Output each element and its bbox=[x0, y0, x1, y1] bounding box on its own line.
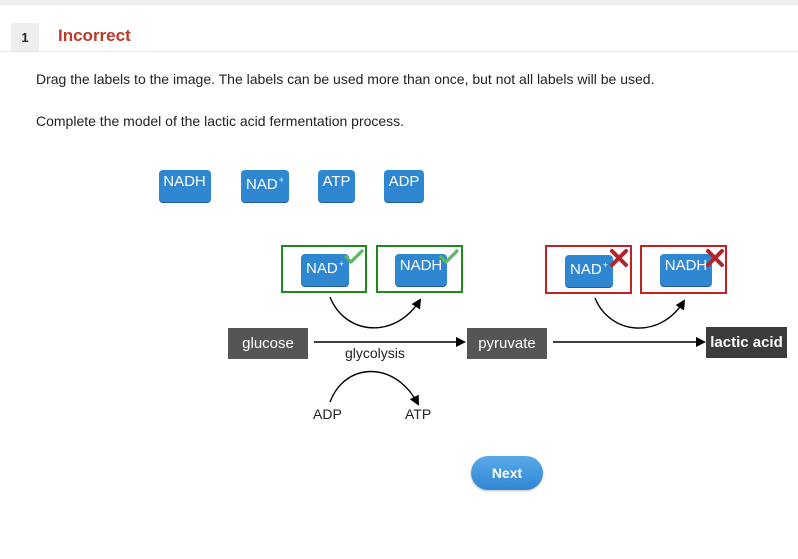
tile-sup: + bbox=[278, 175, 284, 185]
tile-text: ATP bbox=[322, 173, 351, 190]
question-number: 1 bbox=[11, 23, 39, 51]
placed-label-nadh[interactable]: NADH bbox=[660, 254, 712, 286]
pyruvate-box: pyruvate bbox=[467, 328, 547, 359]
label-bank-nad-plus[interactable]: NAD+ bbox=[241, 170, 289, 202]
instruction-text: Drag the labels to the image. The labels… bbox=[36, 71, 655, 87]
placed-label-nad-plus[interactable]: NAD+ bbox=[301, 254, 349, 286]
drop-zone-3-incorrect[interactable] bbox=[545, 245, 632, 294]
label-bank-adp[interactable]: ADP bbox=[384, 170, 424, 202]
tile-text: NAD bbox=[306, 260, 338, 277]
x-icon bbox=[706, 249, 724, 267]
placed-label-nadh[interactable]: NADH bbox=[395, 254, 447, 286]
label-bank-atp[interactable]: ATP bbox=[318, 170, 355, 202]
tile-sup: + bbox=[602, 260, 608, 270]
placed-label-nad-plus[interactable]: NAD+ bbox=[565, 255, 613, 287]
check-icon bbox=[344, 249, 364, 264]
divider bbox=[0, 51, 798, 52]
atp-label: ATP bbox=[405, 406, 432, 422]
prompt-text: Complete the model of the lactic acid fe… bbox=[36, 113, 405, 129]
tile-text: ADP bbox=[388, 173, 420, 190]
drop-zone-1-correct[interactable] bbox=[281, 245, 367, 293]
lactic-acid-box: lactic acid bbox=[706, 327, 787, 358]
tile-sup: + bbox=[338, 259, 344, 269]
drop-zone-2-correct[interactable] bbox=[376, 245, 463, 293]
glycolysis-label: glycolysis bbox=[345, 345, 405, 361]
tile-text: NADH bbox=[163, 173, 206, 190]
status-incorrect: Incorrect bbox=[58, 26, 131, 45]
tile-text: NAD bbox=[246, 176, 278, 193]
top-bar bbox=[0, 0, 798, 5]
next-button[interactable]: Next bbox=[471, 456, 543, 490]
label-bank-nadh[interactable]: NADH bbox=[159, 170, 211, 202]
tile-text: NADH bbox=[399, 257, 443, 274]
x-icon bbox=[610, 249, 628, 267]
drop-zone-4-incorrect[interactable] bbox=[640, 245, 727, 294]
tile-text: NAD bbox=[570, 261, 602, 278]
tile-text: NADH bbox=[664, 257, 708, 274]
check-icon bbox=[439, 249, 459, 264]
adp-label: ADP bbox=[313, 406, 342, 422]
glucose-box: glucose bbox=[228, 328, 308, 359]
